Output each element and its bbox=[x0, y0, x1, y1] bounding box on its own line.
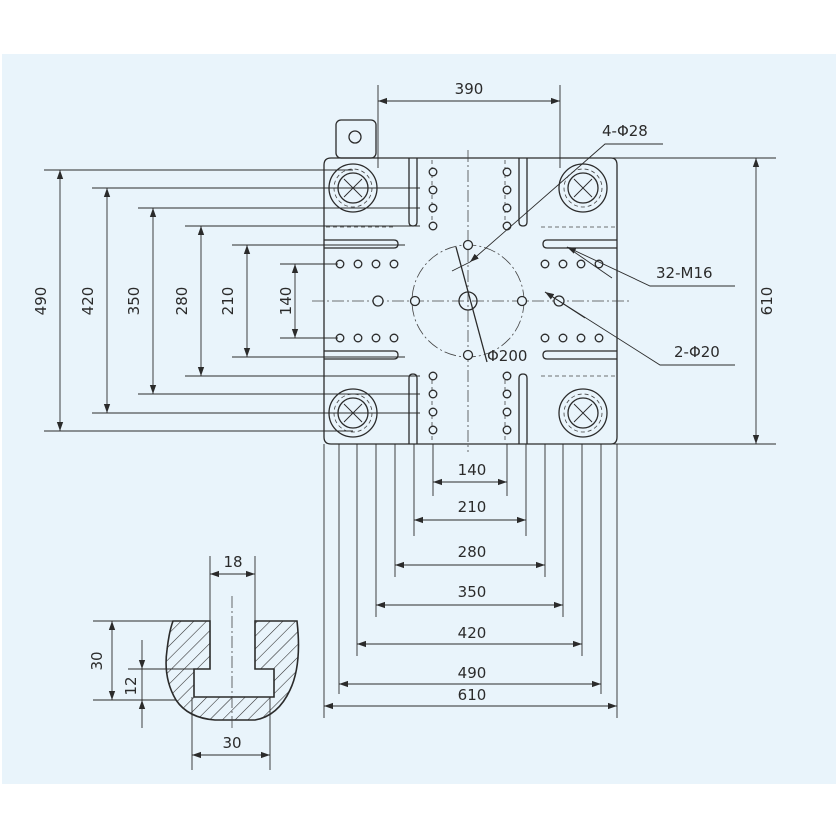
dim-bottom-text: 280 bbox=[458, 543, 487, 561]
dim-left-210: 210 bbox=[219, 244, 405, 358]
thread-hole bbox=[502, 425, 512, 435]
thread-hole bbox=[502, 389, 512, 399]
platen-outline bbox=[323, 119, 618, 445]
dim-bottom-text: 140 bbox=[458, 461, 487, 479]
tie-bar-hole-br bbox=[558, 388, 608, 438]
thread-hole bbox=[540, 259, 550, 269]
dim-bottom-610: 610 bbox=[323, 444, 618, 718]
dim-left-text: 140 bbox=[277, 287, 295, 316]
thread-hole bbox=[594, 259, 604, 269]
dim-left-text: 490 bbox=[32, 287, 50, 316]
thread-hole bbox=[353, 333, 363, 343]
label-locating-holes: 2-Φ20 bbox=[674, 343, 720, 361]
dim-right-text: 610 bbox=[758, 287, 776, 316]
dim-bottom-text: 210 bbox=[458, 498, 487, 516]
thread-holes bbox=[335, 167, 604, 435]
thread-hole bbox=[502, 371, 512, 381]
thread-hole bbox=[576, 333, 586, 343]
locating-ring bbox=[409, 239, 528, 363]
dim-left-text: 210 bbox=[219, 287, 237, 316]
thread-hole bbox=[428, 389, 438, 399]
thread-hole bbox=[558, 259, 568, 269]
thread-hole bbox=[594, 333, 604, 343]
dim-bottom-text: 420 bbox=[458, 624, 487, 642]
dim-slot-height: 30 bbox=[88, 651, 106, 670]
thread-hole bbox=[502, 407, 512, 417]
thread-hole bbox=[389, 259, 399, 269]
dim-left-text: 350 bbox=[125, 287, 143, 316]
dim-left-text: 280 bbox=[173, 287, 191, 316]
thread-hole bbox=[502, 185, 512, 195]
dim-bottom-text: 610 bbox=[458, 686, 487, 704]
dim-slot-top: 18 bbox=[223, 553, 242, 571]
thread-hole bbox=[428, 221, 438, 231]
leader-tiebar: 4-Φ28 bbox=[451, 122, 663, 272]
dim-top-390: 390 bbox=[377, 80, 561, 168]
thread-hole bbox=[353, 259, 363, 269]
label-tiebar-holes: 4-Φ28 bbox=[602, 122, 648, 140]
thread-hole bbox=[558, 333, 568, 343]
dim-left-350: 350 bbox=[125, 207, 420, 395]
thread-hole bbox=[428, 167, 438, 177]
thread-hole bbox=[428, 185, 438, 195]
dim-bottom-350: 350 bbox=[375, 444, 564, 617]
dim-left-140: 140 bbox=[277, 263, 338, 339]
tie-bar-hole-tr bbox=[558, 163, 608, 213]
label-locating-ring: Φ200 bbox=[487, 347, 527, 365]
thread-hole bbox=[428, 371, 438, 381]
dim-bottom-text: 350 bbox=[458, 583, 487, 601]
thread-hole bbox=[502, 221, 512, 231]
dim-top-text: 390 bbox=[455, 80, 484, 98]
dim-left-280: 280 bbox=[173, 225, 420, 377]
dim-bottom-140: 140 bbox=[432, 444, 508, 496]
dim-right-610: 610 bbox=[612, 157, 776, 445]
dim-bottom-210: 210 bbox=[413, 444, 527, 536]
thread-hole bbox=[371, 333, 381, 343]
leader-thread: 32-M16 bbox=[566, 246, 735, 287]
thread-hole bbox=[502, 167, 512, 177]
thread-hole bbox=[428, 407, 438, 417]
thread-hole bbox=[502, 203, 512, 213]
dim-slot-width: 30 bbox=[222, 734, 241, 752]
thread-hole bbox=[428, 203, 438, 213]
t-slot-section: 18 30 12 30 bbox=[88, 553, 300, 770]
dim-bottom-490: 490 bbox=[338, 444, 602, 694]
dim-bottom-420: 420 bbox=[356, 444, 583, 656]
thread-hole bbox=[389, 333, 399, 343]
dim-bottom-280: 280 bbox=[394, 444, 546, 577]
thread-hole bbox=[371, 259, 381, 269]
dim-left-text: 420 bbox=[79, 287, 97, 316]
thread-hole bbox=[540, 333, 550, 343]
dim-left-490: 490 bbox=[32, 169, 353, 432]
thread-hole bbox=[576, 259, 586, 269]
center-lines bbox=[312, 150, 632, 452]
label-thread-holes: 32-M16 bbox=[656, 264, 713, 282]
leader-locating: 2-Φ20 bbox=[544, 291, 735, 366]
dim-left-420: 420 bbox=[79, 187, 420, 414]
thread-hole bbox=[428, 425, 438, 435]
dim-slot-depth: 12 bbox=[122, 676, 140, 695]
dim-bottom-text: 490 bbox=[458, 664, 487, 682]
